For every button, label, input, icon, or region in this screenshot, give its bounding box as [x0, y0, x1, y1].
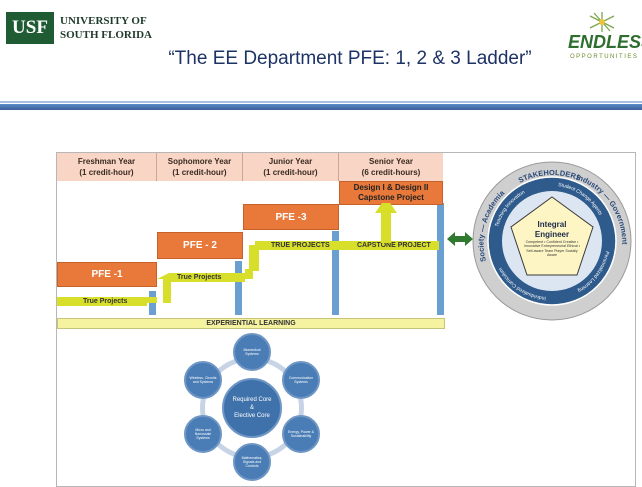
true-projects-bar-3: [259, 241, 439, 250]
pfe-2-box: PFE - 2: [157, 232, 243, 259]
core-node: Required Core & Elective Core: [222, 378, 282, 438]
integral-label: Integral: [538, 220, 567, 229]
cluster-node-biomedical: Biomedical Systems: [233, 333, 271, 371]
traits-text: Competent • Confident Creative • Innovat…: [524, 240, 580, 258]
usf-logo: USF UNIVERSITY OF SOUTH FLORIDA: [6, 12, 160, 44]
cluster-node-mathematics: Mathematics, Signals and Controls: [233, 443, 271, 481]
society-label: Society: [477, 233, 488, 263]
core-line3: Elective Core: [234, 413, 270, 419]
ladder-down-arrow: [235, 261, 242, 315]
year-credit: (6 credit-hours): [361, 168, 421, 177]
year-name: Freshman Year: [77, 157, 136, 166]
true-projects-bar-2: [169, 273, 245, 282]
year-name: Sophomore Year: [167, 157, 232, 166]
endless-opportunities-logo: ENDLESS OPPORTUNITIES: [562, 10, 642, 66]
ladder-down-arrow: [332, 231, 339, 315]
usf-logo-name: UNIVERSITY OF SOUTH FLORIDA: [54, 12, 152, 44]
year-name: Senior Year: [369, 157, 413, 166]
cluster-node-energy: Energy, Power & Sustainability: [282, 415, 320, 453]
cluster-node-micro-nano: Micro and Nanoscale Systems: [184, 415, 222, 453]
bar-label-1: True Projects: [83, 298, 128, 305]
year-credit: (1 credit-hour): [79, 168, 134, 177]
engineer-label: Engineer: [535, 230, 569, 239]
core-line1: Required Core: [232, 397, 272, 403]
true-projects-bar-1: [57, 297, 147, 306]
ladder-connector-arrows: [147, 203, 397, 303]
cluster-node-wireless: Wireless, Circuits and Systems: [184, 361, 222, 399]
capstone-box: Design I & Design II Capstone Project: [339, 181, 443, 205]
year-header-senior: Senior Year (6 credit-hours): [339, 153, 443, 181]
usf-logo-line1: UNIVERSITY OF: [60, 15, 147, 27]
endless-logo-sub: OPPORTUNITIES: [570, 54, 639, 60]
stakeholders-diagram: Society — Academia STAKEHOLDERS Industry…: [472, 161, 632, 321]
usf-logo-mark: USF: [6, 12, 54, 44]
pfe-1-box: PFE -1: [57, 262, 157, 287]
year-credit: (1 credit-hour): [172, 168, 227, 177]
year-header-freshman: Freshman Year (1 credit-hour): [57, 153, 157, 181]
bar-label-2: True Projects: [177, 274, 222, 281]
experiential-learning-band: EXPERIENTIAL LEARNING: [57, 318, 445, 329]
double-arrow-icon: [447, 232, 473, 246]
capstone-line2: Capstone Project: [358, 193, 424, 202]
year-header-sophomore: Sophomore Year (1 credit-hour): [157, 153, 243, 181]
header-divider: [0, 104, 642, 110]
usf-logo-line2: SOUTH FLORIDA: [60, 29, 152, 41]
year-credit: (1 credit-hour): [263, 168, 318, 177]
windmill-icon: [589, 12, 615, 32]
header-divider-light: [0, 101, 642, 103]
year-header-junior: Junior Year (1 credit-hour): [243, 153, 339, 181]
ladder-down-arrow: [437, 203, 444, 315]
bar-label-4: CAPSTONE PROJECT: [357, 242, 431, 249]
bar-label-3: TRUE PROJECTS: [271, 242, 330, 249]
core-line2: &: [249, 405, 254, 411]
integral-engineer-traits: Competent • Confident Creative • Innovat…: [524, 240, 580, 258]
endless-logo-word: ENDLESS: [568, 32, 642, 52]
cluster-node-communication: Communication Systems: [282, 361, 320, 399]
capstone-line1: Design I & Design II: [353, 183, 429, 192]
pfe-3-box: PFE -3: [243, 204, 339, 230]
slide-title: “The EE Department PFE: 1, 2 & 3 Ladder”: [168, 48, 532, 69]
year-name: Junior Year: [268, 157, 313, 166]
